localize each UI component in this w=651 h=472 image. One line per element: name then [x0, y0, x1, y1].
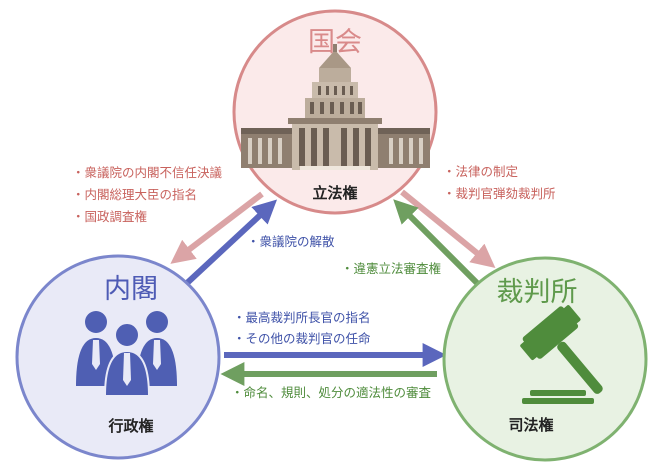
list-item: ・裁判官弾劾裁判所 — [443, 186, 556, 201]
arrow-cabinet-to-diet — [183, 199, 278, 287]
diet-to-court-labels: ・法律の制定 ・裁判官弾劾裁判所 — [443, 164, 556, 201]
list-item: ・命名、規則、処分の適法性の審査 — [231, 385, 432, 400]
court-power-label: 司法権 — [508, 416, 553, 434]
cabinet-to-court-labels: ・最高裁判所長官の指名 ・その他の裁判官の任命 — [233, 310, 371, 346]
cabinet-title: 内閣 — [104, 274, 158, 305]
list-item: ・衆議院の内閣不信任決議 — [72, 165, 223, 180]
cabinet-power-label: 行政権 — [107, 417, 153, 435]
cabinet-node: 内閣 行政権 — [15, 254, 221, 460]
arrow-court-to-diet — [393, 199, 481, 287]
list-item: ・国政調査権 — [72, 209, 147, 224]
court-title: 裁判所 — [497, 277, 578, 308]
list-item: ・その他の裁判官の任命 — [233, 331, 371, 346]
gavel-icon — [520, 305, 603, 404]
cabinet-to-diet-labels: ・衆議院の解散 — [247, 234, 335, 249]
diet-building-icon — [241, 44, 430, 170]
diet-power-label: 立法権 — [312, 184, 357, 202]
diet-to-cabinet-labels: ・衆議院の内閣不信任決議 ・内閣総理大臣の指名 ・国政調査権 — [72, 165, 223, 224]
diet-node: 国会 — [232, 9, 438, 215]
list-item: ・違憲立法審査権 — [341, 261, 441, 276]
arrow-diet-to-cabinet — [170, 191, 264, 264]
court-node: 裁判所 司法権 — [442, 256, 648, 462]
court-circle — [442, 256, 648, 462]
list-item: ・法律の制定 — [443, 164, 518, 179]
people-group-icon — [76, 311, 177, 397]
court-to-cabinet-labels: ・命名、規則、処分の適法性の審査 — [231, 385, 432, 400]
court-to-diet-labels: ・違憲立法審査権 — [341, 261, 441, 276]
list-item: ・衆議院の解散 — [247, 234, 335, 249]
list-item: ・内閣総理大臣の指名 — [72, 187, 197, 202]
list-item: ・最高裁判所長官の指名 — [233, 310, 371, 325]
